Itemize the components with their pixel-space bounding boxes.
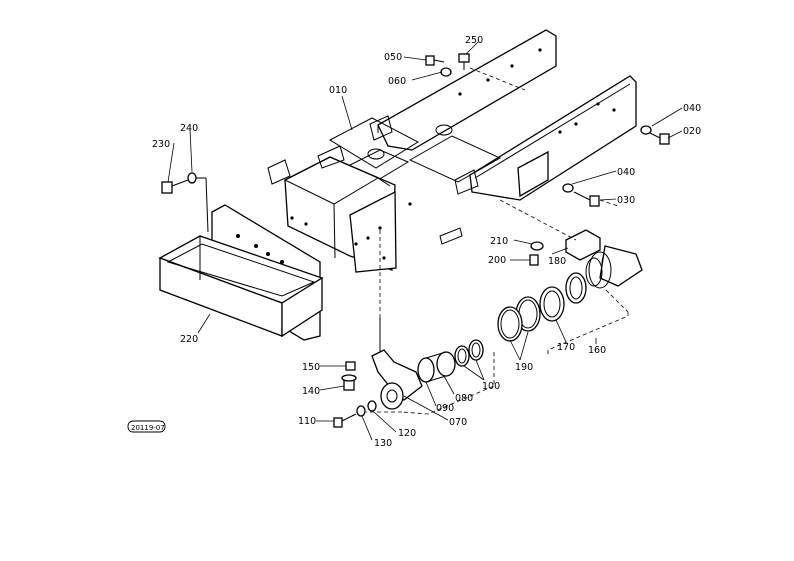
- callout-050: 050: [384, 52, 402, 63]
- callout-060: 060: [388, 76, 406, 87]
- callout-180: 180: [548, 256, 566, 267]
- assembly-lines: [366, 67, 629, 415]
- callout-120: 120: [398, 428, 416, 439]
- callout-150: 150: [302, 362, 320, 373]
- callout-130: 130: [374, 438, 392, 449]
- callout-160: 160: [588, 345, 606, 356]
- callout-080: 080: [455, 393, 473, 404]
- bolt-230: [161, 179, 189, 194]
- callout-040-lower: 040: [617, 167, 635, 178]
- bolt-150: [345, 361, 356, 371]
- callout-100: 100: [482, 381, 500, 392]
- callout-110: 110: [298, 416, 316, 427]
- callout-030: 030: [617, 195, 635, 206]
- callout-190: 190: [515, 362, 533, 373]
- washer-130: [356, 405, 366, 417]
- callout-220: 220: [180, 334, 198, 345]
- battery-tray: [158, 204, 324, 341]
- bolt-250: [458, 53, 470, 70]
- rings-190: [497, 296, 541, 342]
- washer-040b: [562, 183, 574, 193]
- callout-040-upper: 040: [683, 103, 701, 114]
- callout-240: 240: [180, 123, 198, 134]
- washer-210: [530, 241, 544, 251]
- callout-250: 250: [465, 35, 483, 46]
- rings-100: [454, 339, 484, 367]
- callout-020: 020: [683, 126, 701, 137]
- reference-code-box: 20119-07: [127, 420, 166, 433]
- reference-code: 20119-07: [131, 424, 165, 432]
- bolt-020: [647, 131, 670, 145]
- bolt-050: [425, 55, 445, 66]
- bushing-090: [417, 351, 456, 383]
- callout-200: 200: [488, 255, 506, 266]
- washer-060: [440, 67, 452, 77]
- bolt-030: [573, 191, 600, 207]
- callout-170: 170: [557, 342, 575, 353]
- callout-230: 230: [152, 139, 170, 150]
- bushing-170: [539, 272, 587, 322]
- washer-040a: [640, 125, 652, 135]
- bolt-110: [333, 413, 357, 428]
- bolt-200: [529, 254, 539, 266]
- axle-support-070: [371, 349, 423, 410]
- main-frame: [267, 29, 637, 273]
- callout-070: 070: [449, 417, 467, 428]
- bolt-140: [341, 374, 357, 391]
- leader-lines: [167, 41, 683, 441]
- callout-010: 010: [329, 85, 347, 96]
- washer-120: [367, 400, 377, 412]
- callout-090: 090: [436, 403, 454, 414]
- callout-210: 210: [490, 236, 508, 247]
- callout-140: 140: [302, 386, 320, 397]
- axle-bracket-180: [565, 229, 643, 289]
- washer-240: [187, 172, 209, 233]
